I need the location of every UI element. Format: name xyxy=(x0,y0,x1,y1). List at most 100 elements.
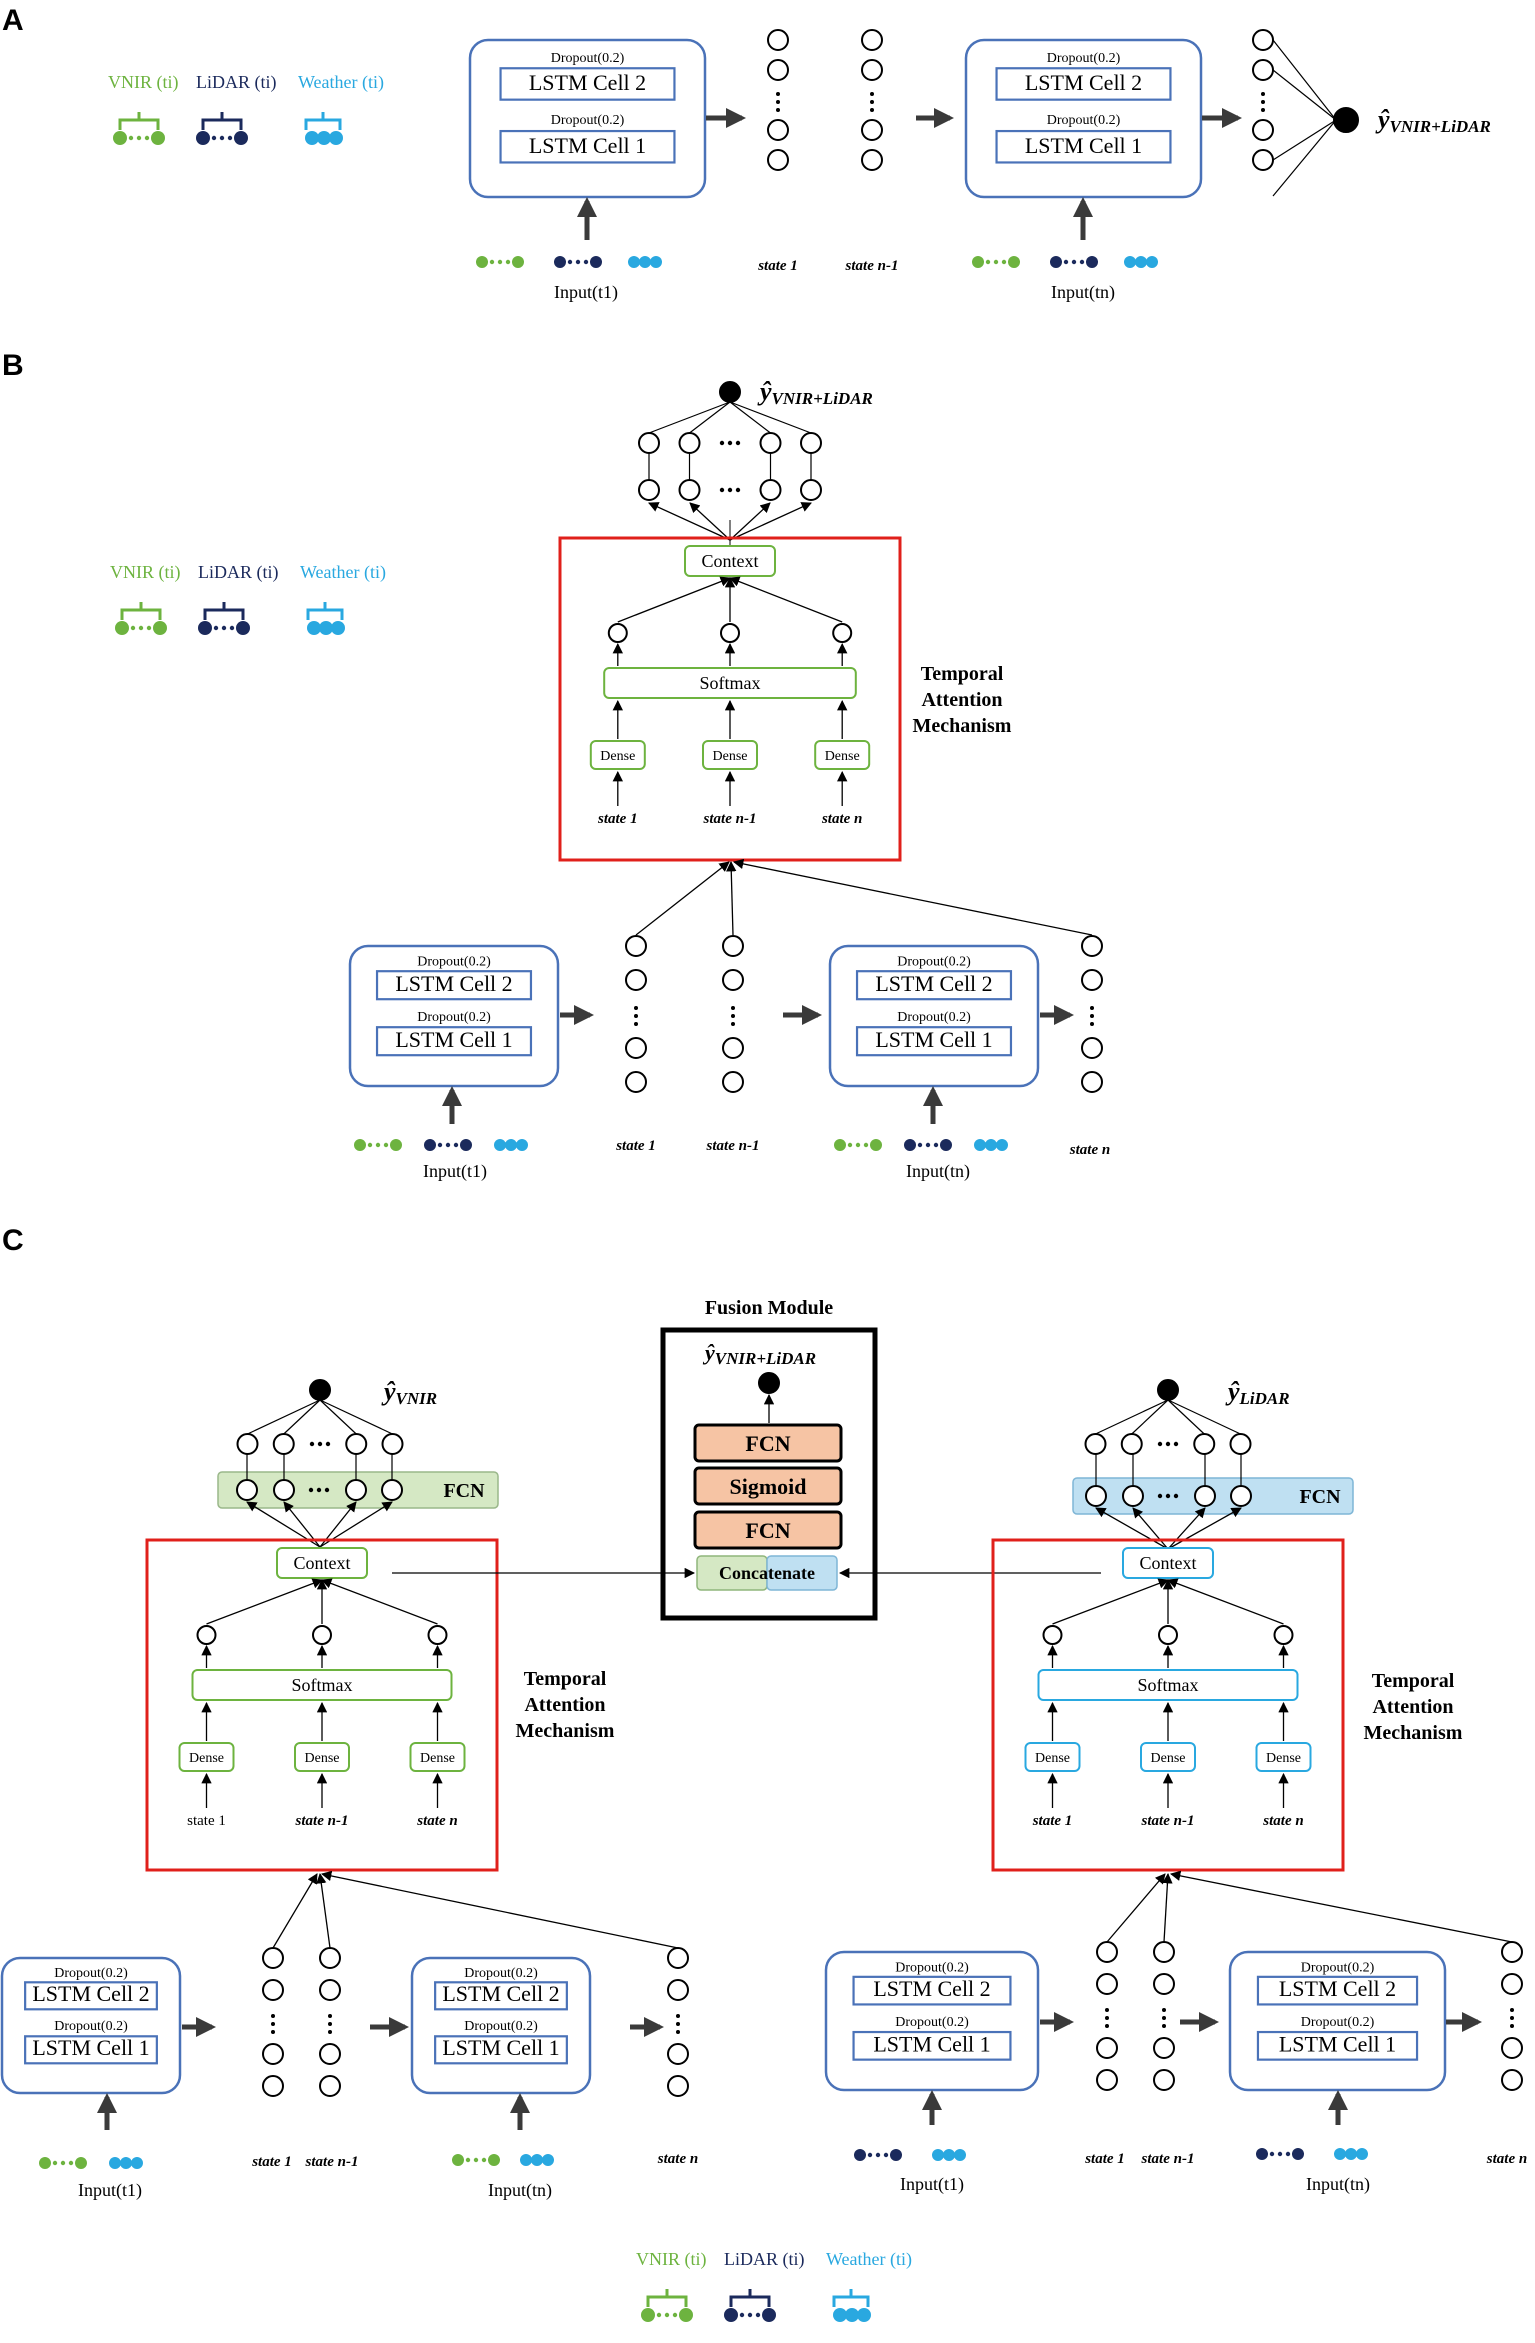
bracket xyxy=(120,602,162,620)
context-to-fcn-arrow xyxy=(1167,1507,1242,1550)
lstm-cell-2-label: LSTM Cell 2 xyxy=(32,1981,149,2006)
weather-dot xyxy=(531,2154,543,2166)
fcn-node xyxy=(1230,1485,1252,1507)
weather-features xyxy=(628,256,662,268)
weather-dot xyxy=(1334,2148,1346,2160)
softmax-box xyxy=(1037,1669,1299,1701)
feature-dot xyxy=(354,1139,366,1151)
lstm-cell-1-label: LSTM Cell 1 xyxy=(395,1027,512,1052)
feature-dot xyxy=(196,131,210,145)
feature-ellipsis xyxy=(867,2152,873,2158)
context-arrow xyxy=(617,576,731,623)
output-head xyxy=(236,1379,404,1455)
feature-dot xyxy=(1050,256,1062,268)
dropout-label: Dropout(0.2) xyxy=(417,955,491,970)
feature-ellipsis xyxy=(933,1142,939,1148)
hidden-node xyxy=(759,432,782,454)
state-ellipsis xyxy=(1261,100,1265,104)
fcn-node xyxy=(381,1479,403,1501)
state-node xyxy=(1096,1941,1118,1963)
attention-title: Mechanism xyxy=(913,715,1012,737)
legend-vnir-bracket xyxy=(115,602,167,635)
feature-ellipsis xyxy=(130,625,136,631)
feature-ellipsis xyxy=(1063,259,1069,265)
state-column-1 xyxy=(625,935,647,1093)
lstm-cell-1-box xyxy=(24,2035,158,2065)
feature-ellipsis xyxy=(128,135,134,141)
input-label-tn: Input(tn) xyxy=(488,2180,552,2201)
hidden-ellipsis xyxy=(1165,1441,1171,1447)
dense-box xyxy=(814,740,871,770)
state-node xyxy=(861,149,883,171)
weather-features xyxy=(109,2157,143,2169)
legend-weather-bracket xyxy=(832,2289,871,2322)
output-node xyxy=(719,381,741,403)
state-label-n1: state n-1 xyxy=(305,2154,359,2170)
state-node xyxy=(625,1037,647,1059)
feature-dot xyxy=(39,2157,51,2169)
weather-features xyxy=(974,1139,1008,1151)
feature-ellipsis xyxy=(739,2312,745,2318)
state-node xyxy=(319,2043,341,2065)
output-head xyxy=(638,381,822,501)
vnir-features xyxy=(452,2154,500,2166)
state-ellipsis xyxy=(676,2014,680,2018)
attention-weight-node xyxy=(832,623,853,643)
feature-ellipsis xyxy=(219,135,225,141)
feature-dot xyxy=(452,2154,464,2166)
attention-title: Attention xyxy=(524,1694,605,1716)
state-ellipsis xyxy=(1162,2008,1166,2012)
weather-features xyxy=(1124,256,1158,268)
fcn-label-lidar: FCN xyxy=(1299,1486,1341,1508)
fusion-fcn-top-label: FCN xyxy=(745,1431,790,1456)
dropout-label: Dropout(0.2) xyxy=(54,1966,128,1981)
feature-ellipsis xyxy=(575,259,581,265)
output-node xyxy=(1157,1379,1179,1401)
feature-dot xyxy=(834,1139,846,1151)
feature-ellipsis xyxy=(917,1142,923,1148)
dense-label: Dense xyxy=(1266,1751,1301,1766)
dense-box xyxy=(294,1742,350,1772)
lstm-block: Dropout(0.2)LSTM Cell 2Dropout(0.2)LSTM … xyxy=(828,944,1040,1088)
weather-dot xyxy=(305,131,319,145)
attention-state-label: state n-1 xyxy=(703,811,757,827)
state-node xyxy=(1096,1973,1118,1995)
state-label-1: state 1 xyxy=(757,258,798,274)
state-ellipsis xyxy=(1090,1006,1094,1010)
weather-features xyxy=(932,2149,966,2161)
feature-ellipsis xyxy=(855,1142,861,1148)
feature-ellipsis xyxy=(367,1142,373,1148)
legend-lidar: LiDAR (ti) xyxy=(196,72,277,93)
fan-line xyxy=(319,1399,393,1435)
state-node xyxy=(861,59,883,81)
output-subscript: VNIR xyxy=(396,1389,438,1408)
dropout-label: Dropout(0.2) xyxy=(895,1960,969,1975)
legend-lidar-bracket xyxy=(724,2289,776,2322)
hidden-ellipsis xyxy=(735,440,741,446)
context-arrow xyxy=(729,576,843,623)
state-node xyxy=(1252,29,1274,51)
state-column-n1 xyxy=(722,935,744,1093)
feature-ellipsis xyxy=(144,135,150,141)
attention-title: Mechanism xyxy=(516,1720,615,1742)
lstm-cell-1-box xyxy=(499,129,676,164)
hidden-node xyxy=(1229,1433,1252,1455)
lstm-cell-1-label: LSTM Cell 1 xyxy=(875,1027,992,1052)
dense-label: Dense xyxy=(305,1751,340,1766)
feature-dot xyxy=(890,2149,902,2161)
state-node xyxy=(1081,935,1103,957)
dropout-label: Dropout(0.2) xyxy=(551,113,625,128)
fcn-ellipsis xyxy=(316,1487,322,1493)
hidden-node xyxy=(272,1433,295,1455)
legend-vnir-bracket xyxy=(113,112,165,145)
weather-dot xyxy=(109,2157,121,2169)
state-node xyxy=(1096,2069,1118,2091)
state-node xyxy=(262,1947,284,1969)
fcn-node xyxy=(1194,1485,1216,1507)
softmax-label: Softmax xyxy=(292,1675,353,1695)
legend-b: VNIR (ti)LiDAR (ti)Weather (ti) xyxy=(110,562,386,635)
context-to-fcn-arrow xyxy=(1167,1507,1206,1550)
context-to-head-arrow xyxy=(729,502,812,541)
